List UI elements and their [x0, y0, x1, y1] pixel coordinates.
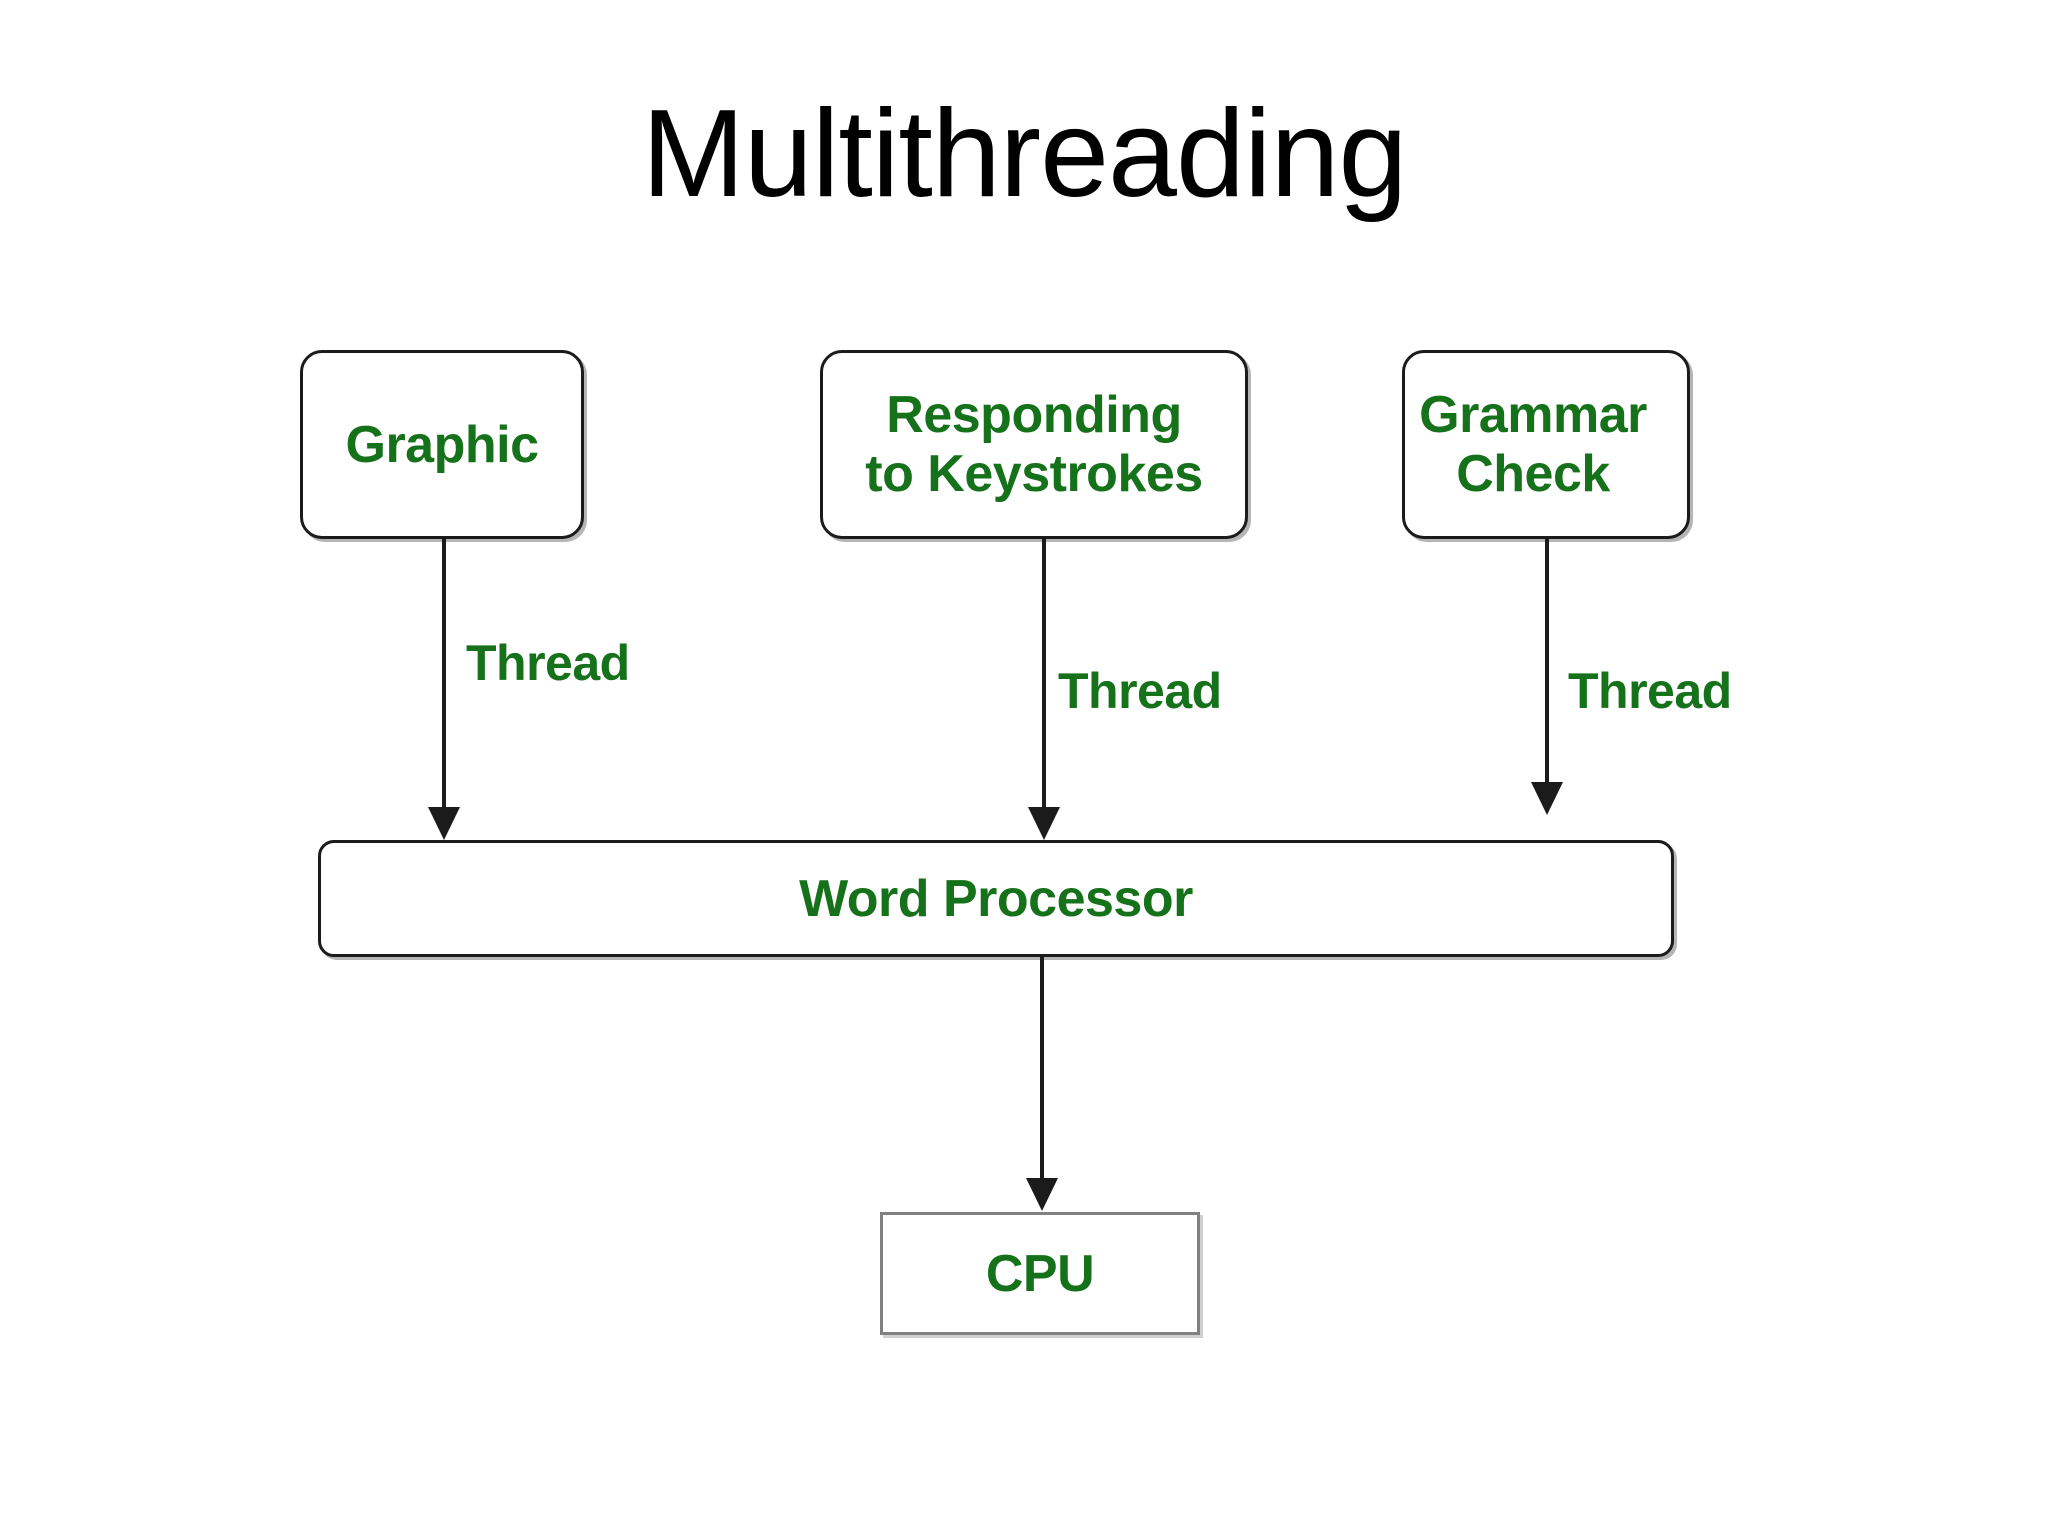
node-grammar-line1: Grammar [1419, 386, 1647, 445]
arrow-graphic-to-word-processor [424, 539, 464, 844]
node-grammar-label-wrap: Grammar Check [1379, 386, 1687, 502]
node-graphic-label: Graphic [345, 415, 540, 474]
node-cpu[interactable]: CPU [880, 1212, 1200, 1335]
node-word-processor[interactable]: Word Processor [318, 840, 1674, 957]
arrow-keystrokes-to-word-processor [1024, 539, 1064, 844]
node-keystrokes-line2: to Keystrokes [865, 444, 1203, 503]
edge-label-thread-1: Thread [466, 635, 630, 691]
edge-label-thread-3: Thread [1568, 663, 1732, 719]
node-grammar-check[interactable]: Grammar Check [1402, 350, 1690, 539]
node-word-processor-label: Word Processor [799, 869, 1193, 928]
arrow-grammar-to-word-processor [1527, 539, 1567, 819]
page-title: Multithreading [641, 85, 1408, 223]
arrow-word-processor-to-cpu [1022, 957, 1062, 1215]
node-keystrokes-line1: Responding [886, 386, 1182, 445]
node-keystrokes-label-wrap: Responding to Keystrokes [865, 386, 1203, 503]
node-graphic[interactable]: Graphic [300, 350, 584, 539]
edge-label-thread-2: Thread [1058, 663, 1222, 719]
node-responding-to-keystrokes[interactable]: Responding to Keystrokes [820, 350, 1248, 539]
node-cpu-label: CPU [985, 1244, 1095, 1303]
node-grammar-line2: Check [1456, 444, 1610, 503]
